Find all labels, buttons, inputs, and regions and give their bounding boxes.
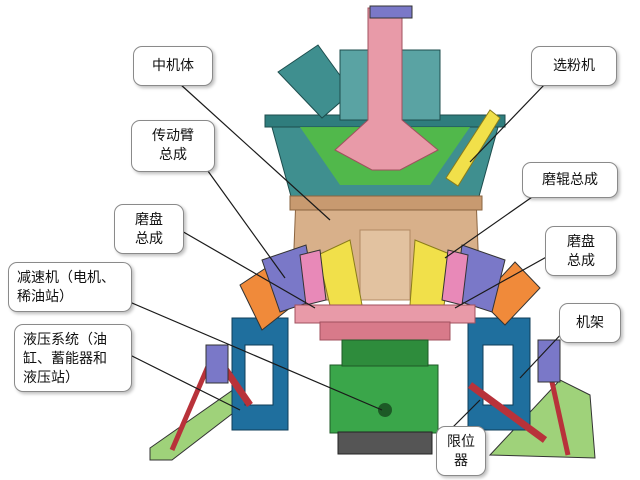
right-hydraulic-cylinder [467, 382, 548, 443]
central-shaft [334, 7, 439, 171]
label-mo-gun-text: 磨辊总成 [542, 172, 598, 188]
label-xuan-fen-ji-text: 选粉机 [553, 58, 595, 74]
disc-lower [319, 321, 451, 341]
left-roller-pink [299, 249, 327, 306]
label-ye-ya-line2: 缸、蓄能器和 [23, 351, 107, 367]
label-mo-pan-left-line2: 总成 [135, 231, 163, 247]
separator-blade [445, 109, 501, 187]
label-jian-su-ji-line2: 稀油站） [17, 289, 73, 305]
leader-chuan-dong-bi [199, 159, 286, 279]
leader-mo-pan-right [454, 254, 551, 309]
left-frame-window [244, 344, 274, 406]
label-ye-ya: 液压系统（油 缸、蓄能器和 液压站） [14, 324, 132, 392]
grinding-disc [294, 304, 476, 324]
label-chuan-dong-bi: 传动臂 总成 [131, 120, 215, 172]
leader-ye-ya [129, 354, 241, 411]
label-ji-jia: 机架 [559, 303, 621, 343]
right-arm [479, 261, 541, 326]
leader-xian-wei [451, 399, 481, 429]
leader-mo-gun [444, 194, 536, 259]
label-chuan-dong-bi-line2: 总成 [159, 147, 187, 163]
shaft-top-cap [369, 5, 413, 19]
right-motor-purple [537, 339, 561, 383]
label-ye-ya-line1: 液压系统（油 [23, 332, 107, 348]
label-ji-jia-text: 机架 [576, 315, 604, 331]
label-xian-wei: 限位 器 [436, 426, 486, 476]
label-mo-pan-left: 磨盘 总成 [114, 204, 184, 254]
leader-zhong-ji-ti [179, 83, 331, 221]
label-mo-pan-right-line1: 磨盘 [567, 234, 595, 250]
leader-jian-su-ji [124, 299, 383, 411]
body-ring [289, 195, 483, 211]
label-jian-su-ji-line1: 减速机（电机、 [17, 270, 115, 286]
label-mo-pan-right-line2: 总成 [567, 253, 595, 269]
label-ye-ya-line3: 液压站） [23, 370, 79, 386]
label-xuan-fen-ji: 选粉机 [531, 46, 617, 86]
reducer-body [329, 364, 439, 434]
label-xian-wei-line2: 器 [454, 453, 468, 469]
label-chuan-dong-bi-line1: 传动臂 [152, 128, 194, 144]
label-mo-gun: 磨辊总成 [522, 162, 618, 198]
label-zhong-ji-ti: 中机体 [133, 46, 213, 86]
label-xian-wei-line1: 限位 [447, 434, 475, 450]
leader-mo-pan-left [179, 229, 316, 309]
leader-xuan-fen-ji [469, 83, 546, 163]
reducer-shaft [378, 403, 392, 417]
left-motor-purple [205, 344, 229, 384]
leader-lines [124, 83, 566, 429]
label-zhong-ji-ti-text: 中机体 [152, 58, 194, 74]
reducer-top [341, 339, 429, 367]
reducer-base [337, 431, 433, 455]
right-outrigger [488, 379, 596, 459]
leader-ji-jia [519, 329, 566, 379]
label-mo-pan-right: 磨盘 总成 [545, 226, 617, 276]
inner-column-grid [359, 229, 411, 301]
label-jian-su-ji: 减速机（电机、 稀油站） [8, 262, 132, 312]
label-mo-pan-left-line1: 磨盘 [135, 212, 163, 228]
